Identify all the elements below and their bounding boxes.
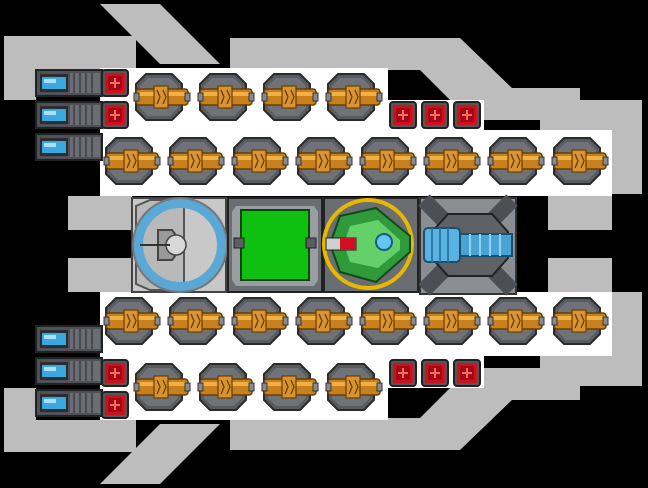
thruster-icon xyxy=(35,389,103,417)
red-node-icon[interactable] xyxy=(101,359,129,387)
red-node-icon[interactable] xyxy=(101,391,129,419)
red-node-icon[interactable] xyxy=(389,101,417,129)
medbay-icon[interactable] xyxy=(131,197,228,293)
green-crate-icon[interactable] xyxy=(227,197,323,293)
thruster-group-top xyxy=(35,69,103,161)
red-node-icon[interactable] xyxy=(421,359,449,387)
blue-engine-icon[interactable] xyxy=(418,194,518,296)
thruster-group-bottom xyxy=(35,325,103,417)
red-node-icon[interactable] xyxy=(389,359,417,387)
thruster-icon xyxy=(35,69,103,97)
thruster-icon xyxy=(35,325,103,353)
red-node-icon[interactable] xyxy=(453,359,481,387)
red-node-icon[interactable] xyxy=(101,69,129,97)
green-core-icon[interactable] xyxy=(322,197,419,293)
thruster-icon xyxy=(35,357,103,385)
red-node-icon[interactable] xyxy=(453,101,481,129)
red-node-icon[interactable] xyxy=(421,101,449,129)
thruster-icon xyxy=(35,133,103,161)
red-node-icon[interactable] xyxy=(101,101,129,129)
thruster-icon xyxy=(35,101,103,129)
hull xyxy=(4,4,642,484)
